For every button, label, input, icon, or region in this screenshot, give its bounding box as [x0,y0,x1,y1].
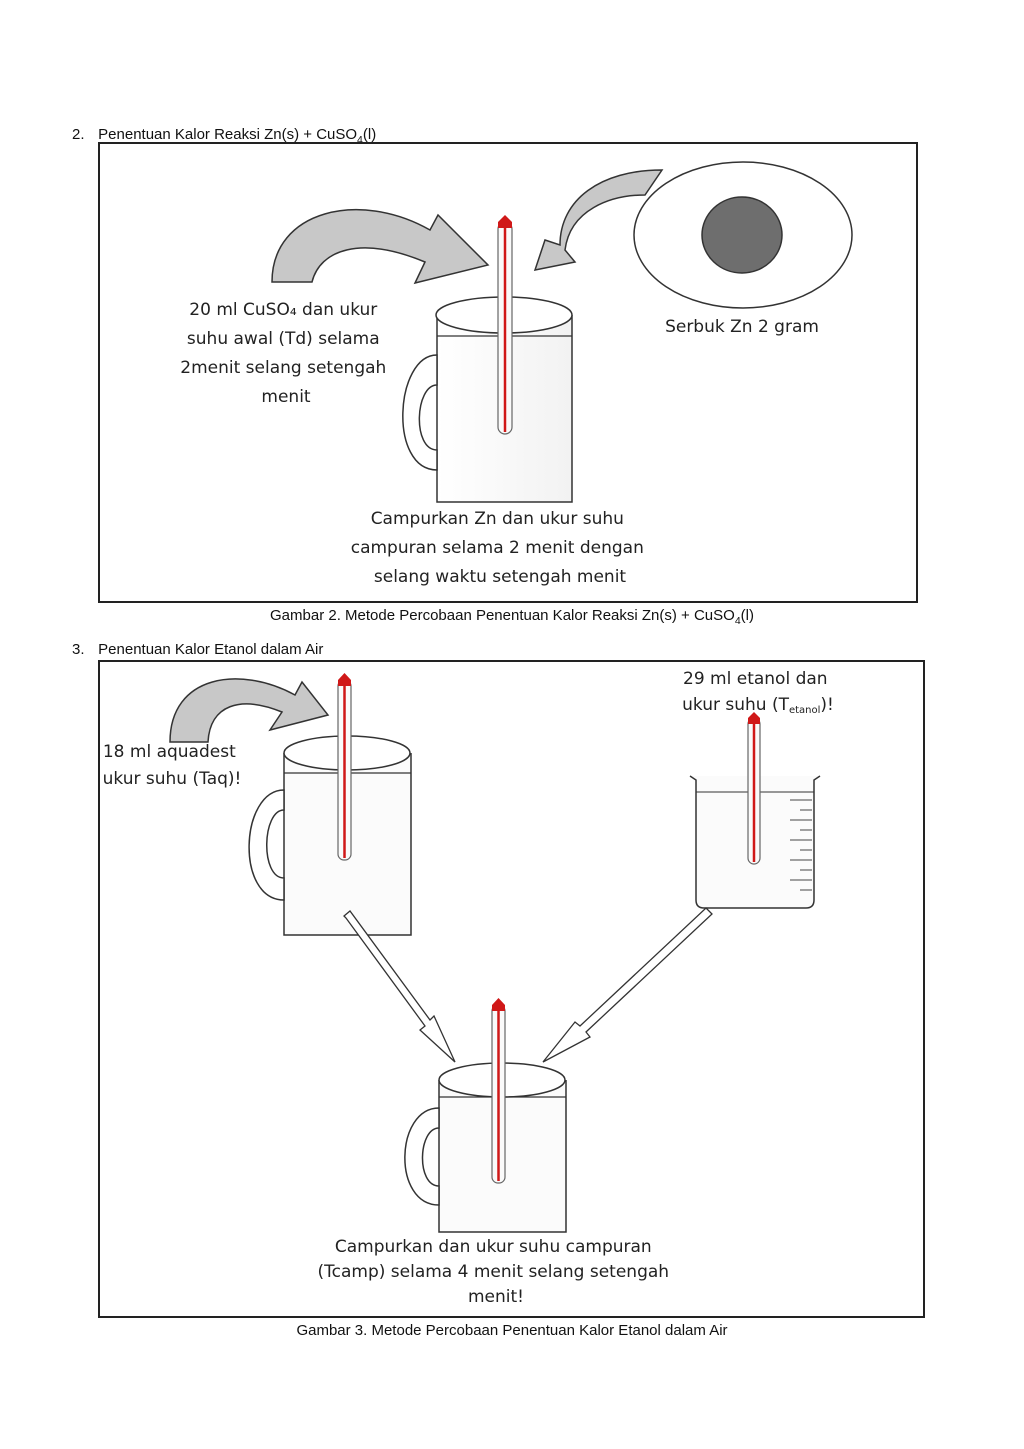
section-2-title: Penentuan Kalor Reaksi Zn(s) + CuSO4(l) [98,126,377,146]
curved-arrow-left [271,209,490,285]
mug-mix [404,1062,567,1233]
figure-3-caption: Gambar 3. Metode Percobaan Penentuan Kal… [296,1322,728,1339]
label-ethanol: 29 ml etanol dan ukur suhu (Tetanol)! [682,669,834,716]
thermometer-icon [747,712,761,865]
mug-water [248,735,412,936]
arrow-ethanol-to-mix [542,907,713,1063]
zn-powder-icon [701,196,783,274]
section-3-heading: 3. Penentuan Kalor Etanol dalam Air [72,641,323,658]
thermometer-icon [337,673,352,861]
label-zn-powder: Serbuk Zn 2 gram [665,317,819,337]
section-2-heading: 2. Penentuan Kalor Reaksi Zn(s) + CuSO4(… [72,126,376,146]
label-mix-ethanol: Campurkan dan ukur suhu campuran (Tcamp)… [318,1237,675,1307]
figure-2-caption: Gambar 2. Metode Percobaan Penentuan Kal… [270,607,754,627]
curved-arrow-water [169,678,330,743]
section-2-number: 2. [72,126,85,143]
section-3-number: 3. [72,641,85,658]
thermometer-icon [491,998,506,1184]
label-aquadest: 18 ml aquadest ukur suhu (Taq)! [103,742,242,789]
label-mix-zn: Campurkan Zn dan ukur suhu campuran sela… [351,509,650,587]
section-3-title: Penentuan Kalor Etanol dalam Air [98,641,324,658]
curved-arrow-right [533,169,664,271]
thermometer-icon [497,215,513,435]
arrow-water-to-mix [343,910,456,1063]
label-cuso4: 20 ml CuSO₄ dan ukur suhu awal (Td) sela… [180,300,391,407]
